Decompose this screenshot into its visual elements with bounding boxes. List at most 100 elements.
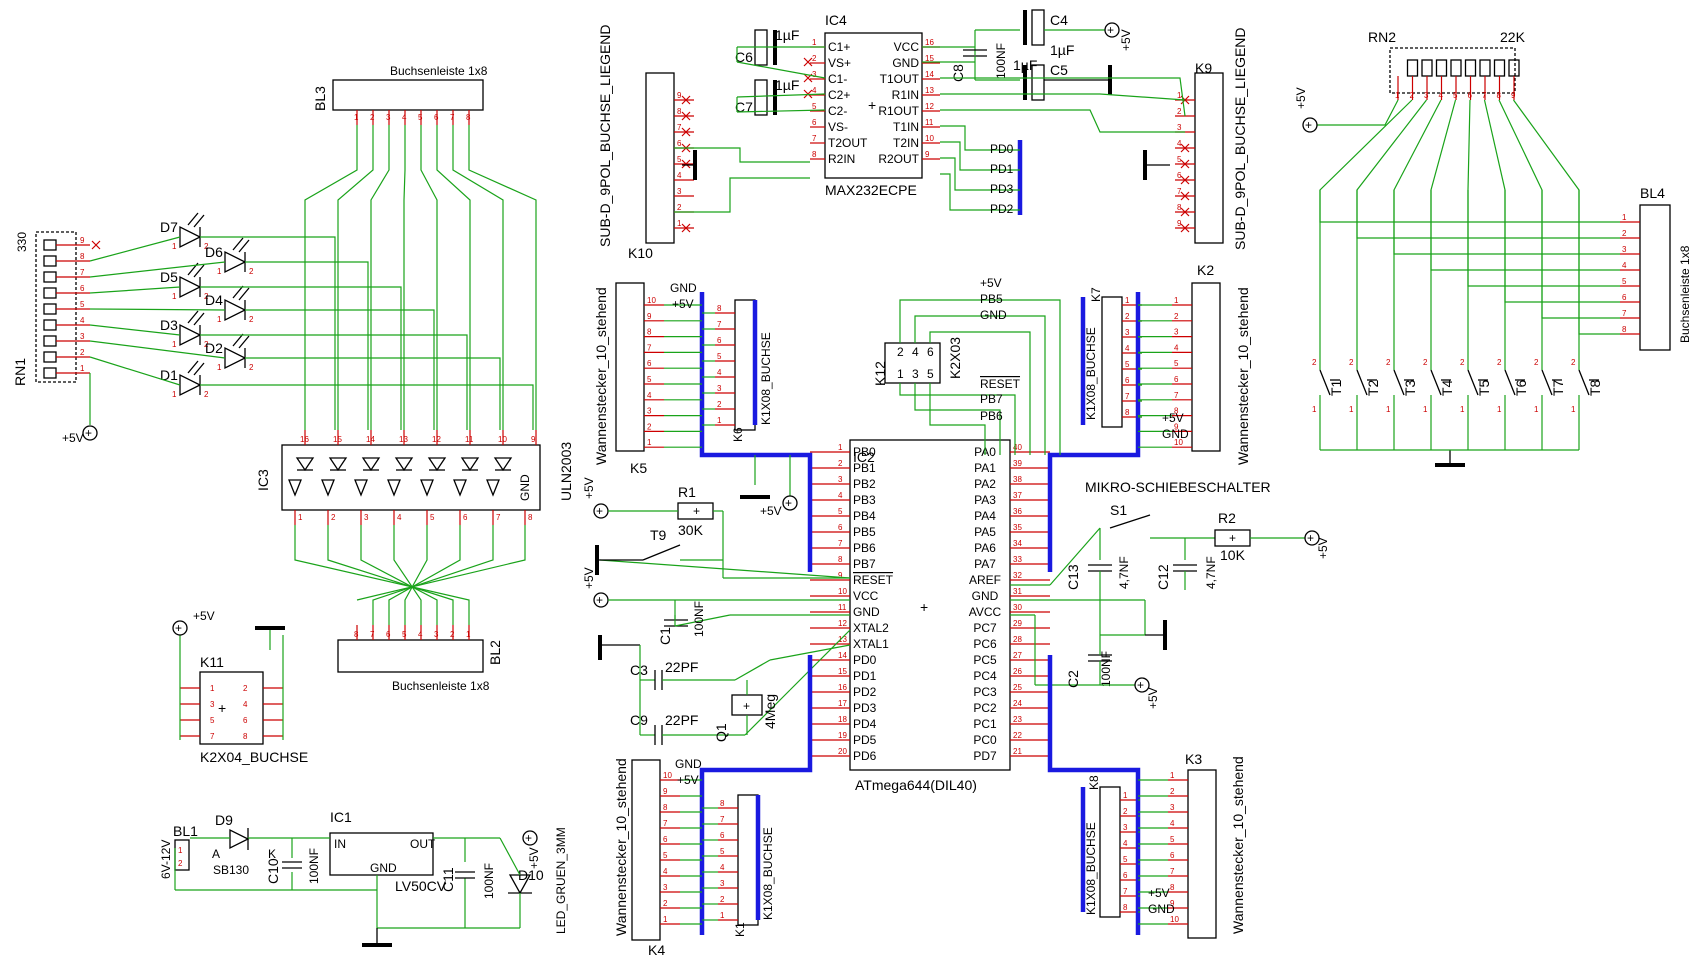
svg-text:5: 5 [812, 102, 817, 111]
svg-text:13: 13 [838, 635, 847, 644]
button-ref: T3 [1402, 379, 1418, 396]
power-section: 12 BL1 6V-12V D9 A K SB130 IC1 IN OUT GN… [159, 809, 568, 947]
svg-text:2: 2 [370, 113, 375, 122]
ic2-pin-label: XTAL1 [853, 637, 889, 651]
svg-text:6: 6 [1622, 293, 1627, 302]
svg-text:2: 2 [677, 203, 682, 212]
svg-text:2: 2 [80, 348, 85, 357]
svg-text:5: 5 [1622, 277, 1627, 286]
vcc-label-ps: +5V [527, 847, 541, 869]
svg-text:4: 4 [1177, 139, 1182, 148]
svg-text:5: 5 [838, 507, 843, 516]
svg-text:6: 6 [463, 513, 468, 522]
svg-text:6: 6 [838, 523, 843, 532]
svg-text:3: 3 [434, 630, 439, 639]
svg-text:12: 12 [432, 435, 441, 444]
svg-text:1: 1 [717, 416, 722, 425]
svg-text:2: 2 [720, 895, 725, 904]
k8-ref: K8 [1087, 775, 1101, 790]
svg-text:23: 23 [1013, 715, 1022, 724]
s1-ref: S1 [1110, 502, 1127, 518]
svg-text:8: 8 [812, 150, 817, 159]
led [179, 225, 202, 249]
svg-text:3: 3 [677, 187, 682, 196]
svg-text:1: 1 [217, 267, 222, 276]
svg-text:6: 6 [1177, 171, 1182, 180]
ic2-pin-label: PD1 [853, 669, 877, 683]
ic2-pin-label: PC4 [973, 669, 997, 683]
svg-text:34: 34 [1013, 539, 1022, 548]
svg-text:9: 9 [1511, 91, 1516, 100]
svg-text:6: 6 [1174, 375, 1179, 384]
c4-ref: C4 [1050, 12, 1068, 28]
svg-text:8: 8 [466, 113, 471, 122]
ic4-pin-label: R2IN [828, 152, 855, 166]
svg-text:5: 5 [1125, 360, 1130, 369]
svg-text:1: 1 [172, 390, 177, 399]
svg-text:+: + [920, 599, 928, 615]
svg-text:6: 6 [677, 139, 682, 148]
ic4-pin-label: GND [892, 56, 919, 70]
svg-text:6: 6 [812, 118, 817, 127]
k5-ref: K5 [630, 460, 647, 476]
d9-diode [229, 828, 250, 850]
svg-text:10: 10 [647, 296, 656, 305]
svg-text:3: 3 [1125, 328, 1130, 337]
svg-text:3: 3 [1622, 245, 1627, 254]
c6-ref: C6 [735, 49, 753, 65]
ic2-pin-label: PD2 [853, 685, 877, 699]
svg-text:4: 4 [1174, 343, 1179, 352]
svg-text:9: 9 [531, 435, 536, 444]
net-vcc-k5: +5V [672, 297, 694, 311]
svg-text:5: 5 [927, 367, 934, 381]
max232-caps: C6 1µF C7 1µF C4 1µF C5 1µF + +5V C8 100… [735, 9, 1133, 116]
c9-value: 22PF [665, 712, 698, 728]
svg-text:4: 4 [812, 86, 817, 95]
svg-text:8: 8 [720, 799, 725, 808]
svg-text:2: 2 [1177, 107, 1182, 116]
led [179, 373, 202, 397]
svg-text:29: 29 [1013, 619, 1022, 628]
svg-text:8: 8 [1170, 883, 1175, 892]
svg-text:33: 33 [1013, 555, 1022, 564]
ic4-pin-label: C1+ [828, 40, 850, 54]
ic4-value: MAX232ECPE [825, 182, 917, 198]
svg-text:6: 6 [1468, 91, 1473, 100]
net-gnd-k3: GND [1148, 902, 1175, 916]
d9-ref: D9 [215, 812, 233, 828]
svg-text:1: 1 [720, 911, 725, 920]
ic2-pin-label: PA3 [974, 493, 996, 507]
c7-value: 1µF [775, 77, 799, 93]
net-labels: PD0 PD1 PD3 PD2 +5V PB5 GND RESET PB7 PB… [62, 87, 1318, 916]
svg-text:6: 6 [717, 336, 722, 345]
rn2-value: 22K [1500, 29, 1526, 45]
svg-text:8: 8 [1125, 408, 1130, 417]
svg-text:8: 8 [677, 107, 682, 116]
svg-text:7: 7 [1482, 91, 1487, 100]
svg-text:1: 1 [466, 630, 471, 639]
svg-text:9: 9 [1170, 899, 1175, 908]
ic2-pin-label: PA6 [974, 541, 996, 555]
ic1-ref: IC1 [330, 809, 352, 825]
s1-switch [1109, 514, 1151, 529]
c13-value: 4,7NF [1117, 556, 1131, 589]
svg-text:16: 16 [925, 38, 934, 47]
net-pb5: PB5 [980, 292, 1003, 306]
net-gnd-k5: GND [670, 281, 697, 295]
svg-text:1: 1 [80, 364, 85, 373]
svg-text:1: 1 [172, 242, 177, 251]
net-pd2: PD2 [990, 202, 1014, 216]
svg-text:8: 8 [717, 304, 722, 313]
led-ref: D4 [205, 292, 223, 308]
ic2-ref: IC2 [853, 449, 875, 465]
svg-text:+: + [175, 621, 182, 635]
